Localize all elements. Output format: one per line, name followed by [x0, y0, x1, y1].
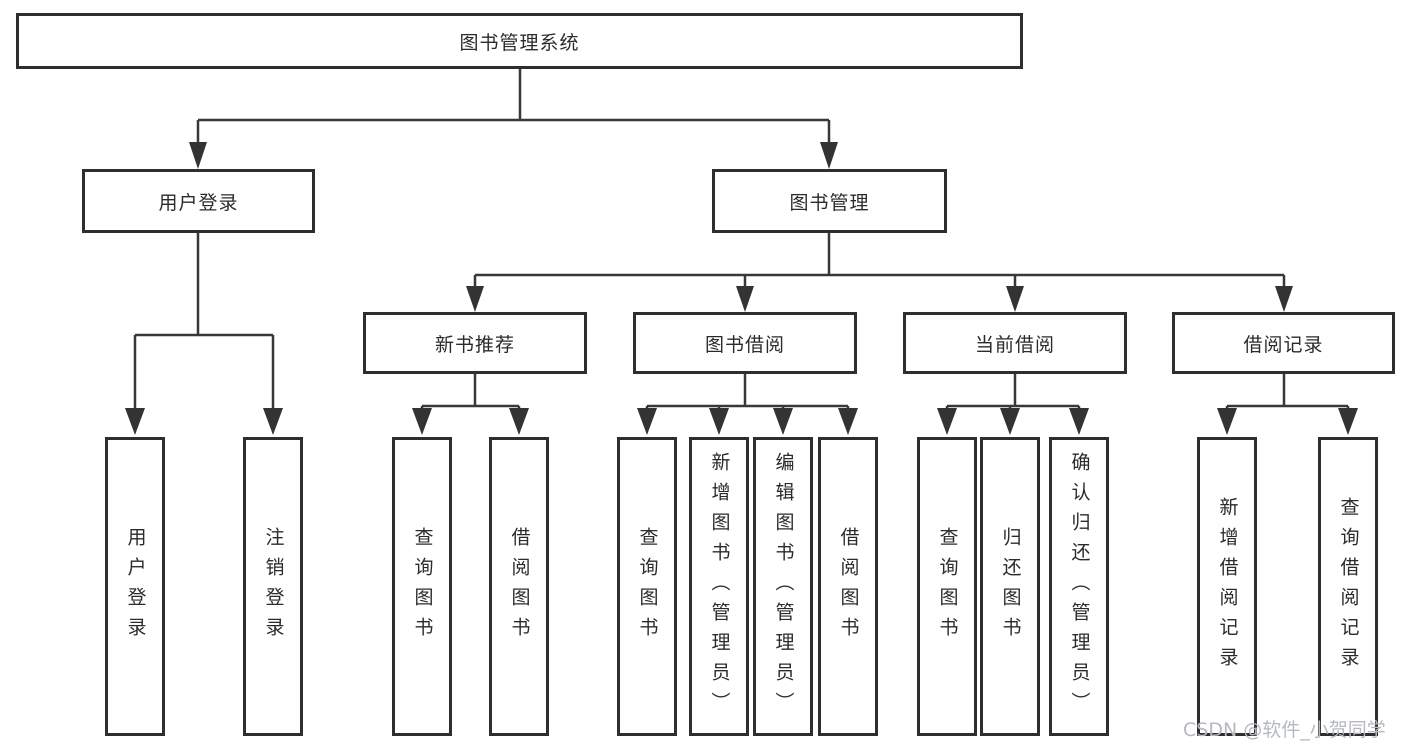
node-query-books-recommend: 查询图书: [392, 437, 452, 736]
node-current-borrowing: 当前借阅: [903, 312, 1127, 374]
node-edit-books-admin: 编辑图书（管理员）: [753, 437, 813, 736]
node-label: 归还图书: [999, 526, 1022, 647]
node-label: 图书借阅: [704, 333, 785, 356]
node-label: 新书推荐: [434, 333, 515, 356]
arrowhead-icons: [125, 142, 1358, 435]
node-user-login-group: 用户登录: [82, 169, 315, 233]
node-label: 注销登录: [262, 526, 285, 647]
node-book-borrowing: 图书借阅: [633, 312, 857, 374]
node-library-management-system: 图书管理系统: [16, 13, 1023, 69]
node-label: 借阅图书: [508, 526, 531, 647]
node-label: 用户登录: [158, 191, 239, 214]
node-return-books: 归还图书: [980, 437, 1040, 736]
node-label: 图书管理系统: [459, 31, 580, 54]
node-label: 图书管理: [789, 191, 870, 214]
node-label: 新增借阅记录: [1216, 496, 1239, 677]
node-query-books-current: 查询图书: [917, 437, 977, 736]
node-new-book-recommendation: 新书推荐: [363, 312, 587, 374]
node-label: 查询借阅记录: [1337, 496, 1360, 677]
node-label: 用户登录: [124, 526, 147, 647]
node-label: 查询图书: [936, 526, 959, 647]
node-borrowing-records: 借阅记录: [1172, 312, 1395, 374]
node-confirm-return-admin: 确认归还（管理员）: [1049, 437, 1109, 736]
node-borrow-books: 借阅图书: [818, 437, 878, 736]
node-label: 确认归还（管理员）: [1068, 451, 1091, 722]
node-label: 查询图书: [411, 526, 434, 647]
node-label: 借阅记录: [1243, 333, 1324, 356]
node-logout: 注销登录: [243, 437, 303, 736]
node-book-management: 图书管理: [712, 169, 947, 233]
node-borrow-books-recommend: 借阅图书: [489, 437, 549, 736]
node-label: 编辑图书（管理员）: [772, 451, 795, 722]
node-label: 借阅图书: [837, 526, 860, 647]
watermark-text: CSDN @软件_小贺同学: [1183, 719, 1386, 741]
node-query-borrow-record: 查询借阅记录: [1318, 437, 1378, 736]
node-label: 查询图书: [636, 526, 659, 647]
node-label: 新增图书（管理员）: [708, 451, 731, 722]
node-add-borrow-record: 新增借阅记录: [1197, 437, 1257, 736]
node-label: 当前借阅: [974, 333, 1055, 356]
node-query-books-borrowing: 查询图书: [617, 437, 677, 736]
node-add-books-admin: 新增图书（管理员）: [689, 437, 749, 736]
node-user-login: 用户登录: [105, 437, 165, 736]
